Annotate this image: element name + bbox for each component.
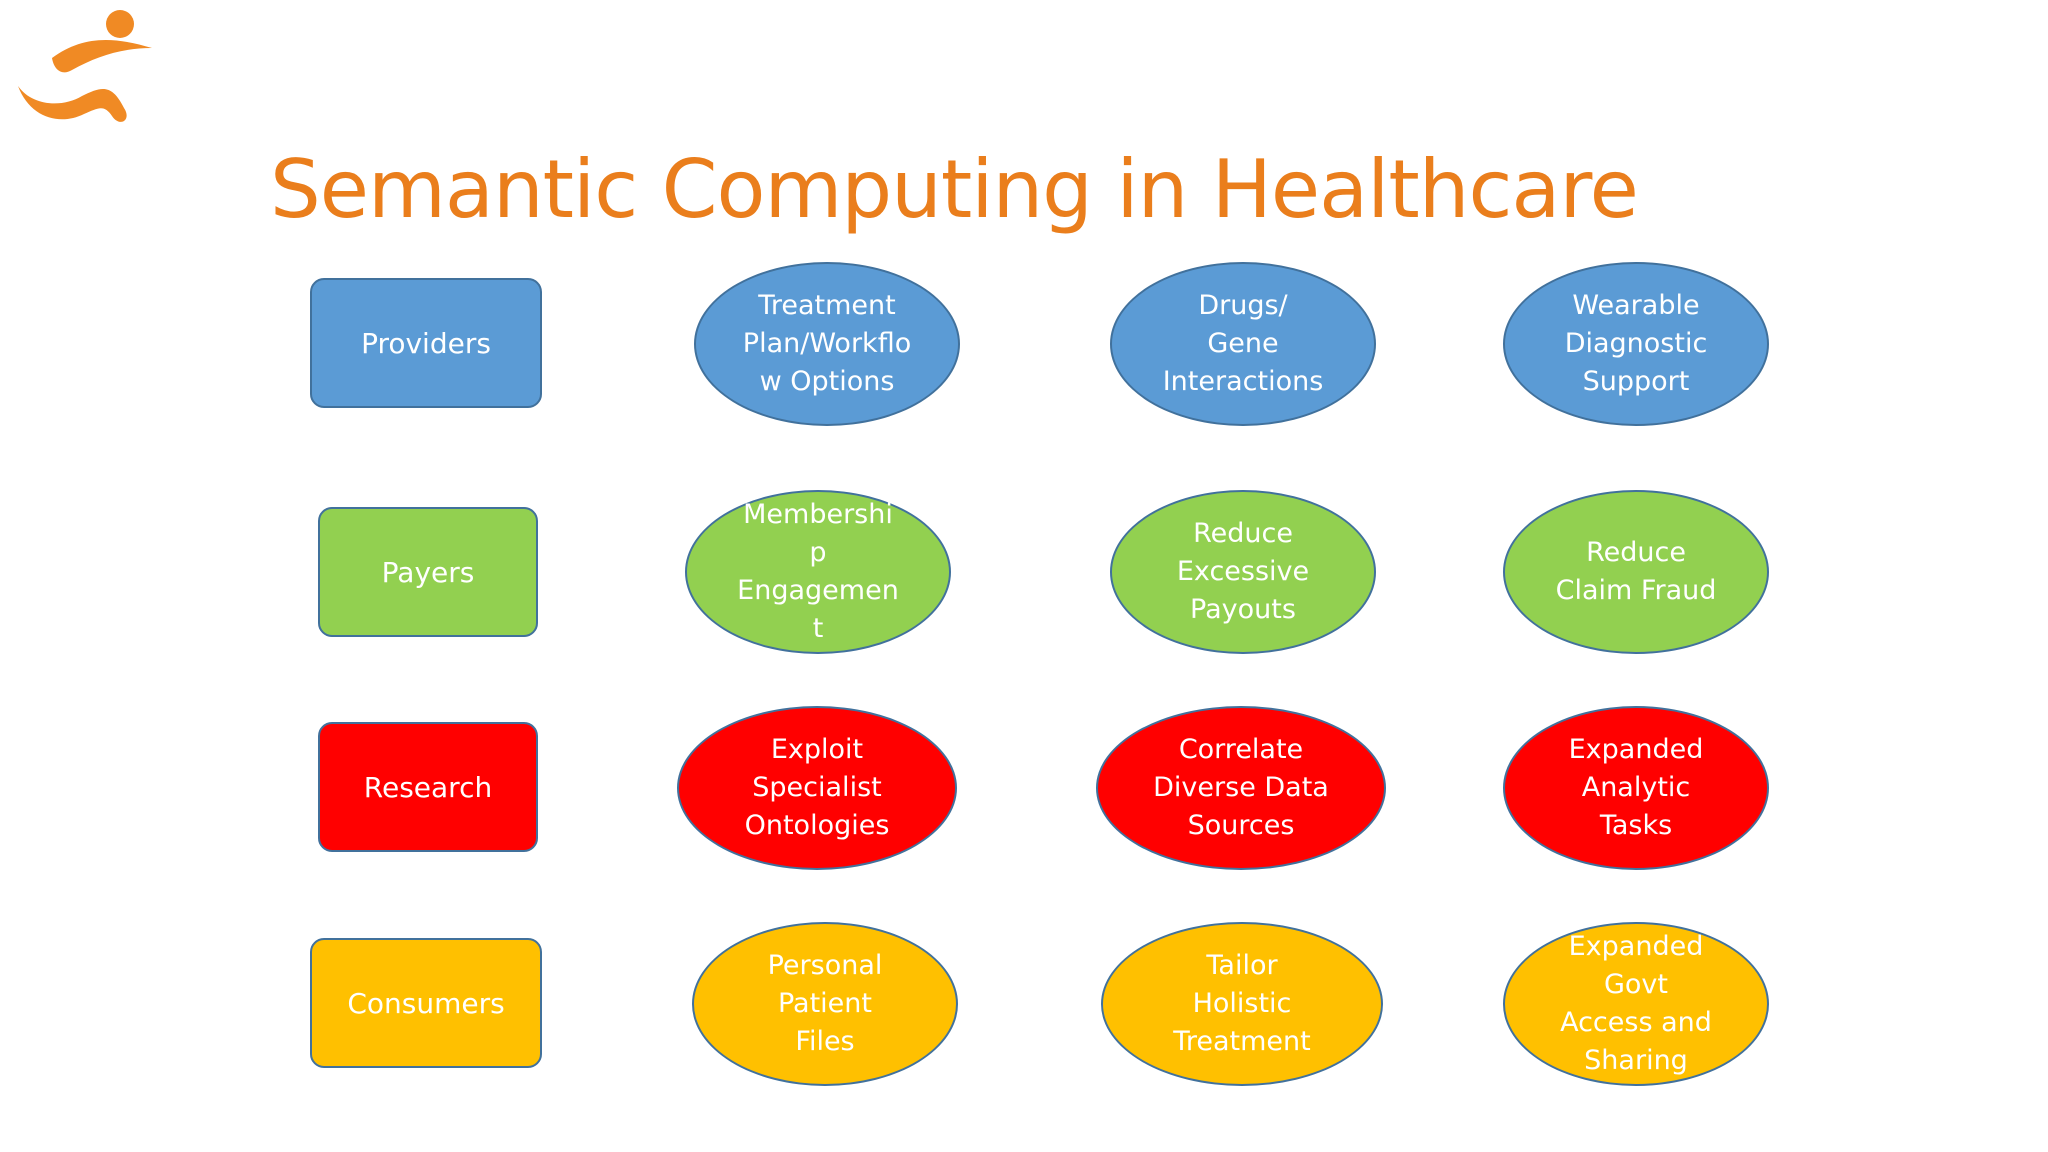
topic-ellipse: Correlate Diverse Data Sources	[1096, 706, 1386, 870]
category-consumers: Consumers	[310, 938, 542, 1068]
running-person-logo-icon	[12, 8, 162, 128]
topic-label: Membershi p Engagemen t	[737, 499, 899, 644]
category-label: Consumers	[347, 986, 505, 1020]
topic-label: Reduce Claim Fraud	[1555, 537, 1717, 606]
topic-ellipse: Expanded Govt Access and Sharing	[1503, 922, 1769, 1086]
topic-label: Expanded Analytic Tasks	[1568, 734, 1704, 841]
topic-ellipse: Drugs/ Gene Interactions	[1110, 262, 1376, 426]
topic-label: Tailor Holistic Treatment	[1173, 950, 1311, 1057]
topic-ellipse: Personal Patient Files	[692, 922, 958, 1086]
topic-ellipse: Expanded Analytic Tasks	[1503, 706, 1769, 870]
topic-label: Drugs/ Gene Interactions	[1162, 290, 1324, 397]
category-providers: Providers	[310, 278, 542, 408]
topic-ellipse: Reduce Excessive Payouts	[1110, 490, 1376, 654]
topic-ellipse: Membershi p Engagemen t	[685, 490, 951, 654]
topic-label: Treatment Plan/Workflo w Options	[742, 290, 912, 397]
topic-label: Correlate Diverse Data Sources	[1153, 734, 1329, 841]
category-research: Research	[318, 722, 538, 852]
category-label: Providers	[361, 326, 491, 360]
category-label: Payers	[381, 555, 475, 589]
topic-label: Exploit Specialist Ontologies	[744, 734, 890, 841]
category-label: Research	[363, 770, 493, 804]
topic-label: Expanded Govt Access and Sharing	[1560, 931, 1712, 1076]
topic-label: Wearable Diagnostic Support	[1564, 290, 1708, 397]
topic-ellipse: Reduce Claim Fraud	[1503, 490, 1769, 654]
category-payers: Payers	[318, 507, 538, 637]
topic-label: Reduce Excessive Payouts	[1176, 518, 1310, 625]
topic-label: Personal Patient Files	[767, 950, 883, 1057]
page-title: Semantic Computing in Healthcare	[270, 143, 1639, 236]
topic-ellipse: Exploit Specialist Ontologies	[677, 706, 957, 870]
topic-ellipse: Tailor Holistic Treatment	[1101, 922, 1383, 1086]
topic-ellipse: Treatment Plan/Workflo w Options	[694, 262, 960, 426]
topic-ellipse: Wearable Diagnostic Support	[1503, 262, 1769, 426]
